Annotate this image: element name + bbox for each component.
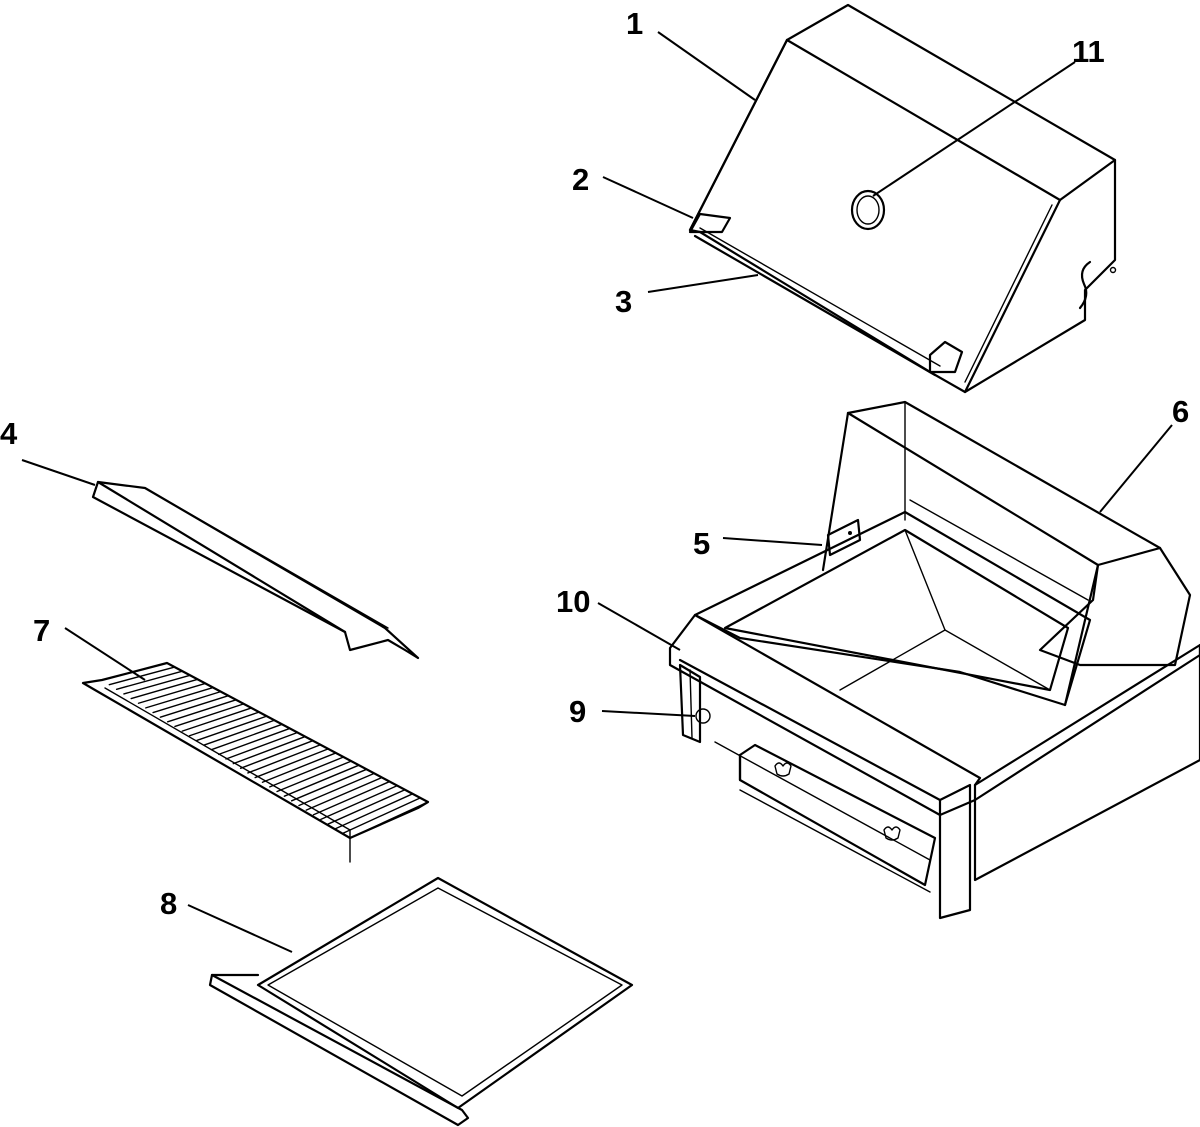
callout-11: 11 — [1072, 34, 1105, 69]
leader-4 — [21, 459, 96, 486]
leader-2 — [602, 176, 694, 219]
grate-bar — [305, 776, 383, 811]
grate-bar — [108, 666, 176, 686]
grate-bar — [137, 682, 207, 704]
callout-10: 10 — [556, 584, 590, 619]
grate-bar — [130, 678, 199, 700]
grate-bar — [218, 727, 291, 756]
grate-bar — [327, 789, 406, 825]
leader-3 — [647, 274, 759, 293]
grate-bar — [247, 744, 322, 774]
grate-bar — [320, 784, 398, 821]
grate-bar — [334, 793, 414, 830]
callout-numbers: 1 2 3 4 5 6 7 8 9 10 11 — [0, 6, 1189, 921]
leader-10 — [597, 602, 681, 651]
hood-handle — [688, 212, 964, 377]
grate-bar — [159, 695, 230, 718]
callout-8: 8 — [160, 886, 177, 921]
leader-lines — [21, 31, 1173, 953]
callout-6: 6 — [1172, 394, 1189, 429]
grill-body — [668, 400, 1200, 920]
callout-2: 2 — [572, 162, 589, 197]
grate-bar — [101, 662, 168, 681]
leader-1 — [657, 31, 756, 101]
grate-bar — [269, 756, 345, 788]
grate-bar — [181, 707, 253, 732]
callout-1: 1 — [626, 6, 643, 41]
heat-shield — [91, 480, 420, 660]
grate-bar — [152, 690, 222, 714]
grate-bar — [115, 670, 184, 690]
callout-7: 7 — [33, 613, 50, 648]
grate-bar — [145, 686, 214, 709]
drip-tray — [208, 876, 634, 1127]
grate-bar — [298, 772, 375, 807]
grate-bar — [210, 723, 283, 751]
grate-bar — [276, 760, 352, 793]
grate-bar — [174, 703, 245, 728]
temperature-gauge — [850, 189, 886, 231]
hood-lid — [688, 3, 1117, 394]
grate-bar — [225, 731, 299, 760]
leader-8 — [187, 904, 293, 953]
grate-bar — [312, 780, 391, 816]
grate-bar — [290, 768, 368, 802]
grate-bar — [261, 752, 337, 783]
grate-bar — [232, 735, 306, 765]
grate-bar — [188, 711, 260, 737]
leader-7 — [64, 627, 146, 681]
callout-4: 4 — [0, 416, 18, 451]
callout-9: 9 — [569, 694, 586, 729]
grate-bar — [342, 797, 422, 835]
grate-bar — [283, 764, 360, 797]
grate-bar — [166, 699, 237, 723]
leader-5 — [722, 537, 823, 546]
leader-9 — [601, 710, 696, 717]
grate-bar — [123, 674, 191, 695]
leader-11 — [872, 61, 1076, 197]
grate-bar — [349, 801, 429, 839]
callout-5: 5 — [693, 526, 710, 561]
grate-bar — [203, 719, 276, 746]
leader-6 — [1099, 424, 1173, 513]
grate-bar — [196, 715, 268, 742]
grate-bar — [254, 748, 329, 779]
cooking-grate — [81, 661, 430, 863]
callout-3: 3 — [615, 284, 632, 319]
grate-bar — [239, 739, 314, 769]
